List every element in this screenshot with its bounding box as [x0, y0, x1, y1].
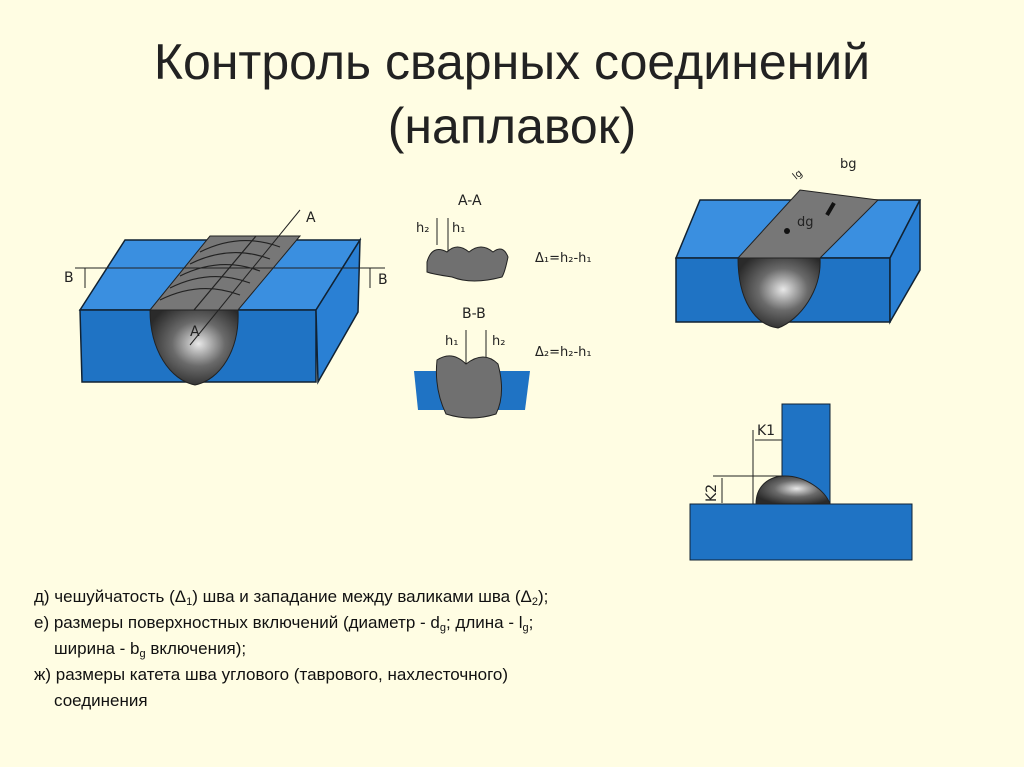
text: ширина - b — [54, 639, 140, 658]
label-h1: h₁ — [452, 221, 465, 236]
label-h2: h₂ — [416, 221, 429, 236]
label-h1-bb: h₁ — [445, 334, 458, 349]
label-a-top: A — [306, 210, 316, 226]
text: е) размеры поверхностных включений (диам… — [34, 613, 440, 632]
label-dg: dg — [797, 215, 814, 230]
formula-delta2: Δ₂=h₂-h₁ — [535, 345, 592, 360]
surface-inclusion-diagram: dg bg lg — [674, 157, 922, 329]
note-zh: ж) размеры катета шва углового (тавровог… — [34, 665, 509, 684]
label-a-bottom: A — [190, 324, 200, 340]
note-d: д) чешуйчатость (Δ1) шва и западание меж… — [34, 584, 548, 610]
label-k2: K2 — [704, 484, 720, 502]
note-e: е) размеры поверхностных включений (диам… — [34, 610, 548, 636]
slide-title: Контроль сварных соединений (наплавок) — [0, 30, 1024, 158]
subscript: g — [439, 622, 446, 634]
section-bb-diagram: B-B h₁ h₂ Δ₂=h₂-h₁ — [414, 306, 592, 419]
subscript: g — [522, 622, 529, 634]
title-line-2: (наплавок) — [387, 98, 637, 154]
subscript: 1 — [186, 596, 193, 608]
text: ; — [528, 613, 534, 632]
section-aa-diagram: A-A h₂ h₁ Δ₁=h₂-h₁ — [416, 193, 592, 282]
label-lg: lg — [791, 168, 805, 182]
label-bg: bg — [840, 157, 857, 172]
multi-pass-weld-diagram: B B A A — [64, 209, 388, 386]
subscript: g — [139, 648, 146, 660]
notes-list: д) чешуйчатость (Δ1) шва и западание меж… — [34, 584, 548, 714]
fillet-weld-diagram: K1 K2 — [689, 403, 913, 561]
text: ) шва и западание между валиками шва (Δ — [192, 587, 532, 606]
subscript: 2 — [531, 596, 539, 608]
title-line-1: Контроль сварных соединений — [153, 34, 871, 90]
formula-delta1: Δ₁=h₂-h₁ — [535, 251, 592, 266]
section-aa-title: A-A — [458, 193, 482, 209]
section-bb-title: B-B — [462, 306, 486, 322]
label-b-left: B — [64, 270, 74, 286]
text: ); — [538, 587, 549, 606]
text: включения); — [145, 639, 247, 658]
note-zh-cont: соединения — [54, 691, 148, 710]
label-h2-bb: h₂ — [492, 334, 505, 349]
label-b-right: B — [378, 272, 388, 288]
note-e-cont: ширина - bg включения); — [34, 636, 548, 662]
label-k1: K1 — [757, 423, 775, 439]
text: д) чешуйчатость (Δ — [34, 587, 187, 606]
text: ; длина - l — [445, 613, 523, 632]
